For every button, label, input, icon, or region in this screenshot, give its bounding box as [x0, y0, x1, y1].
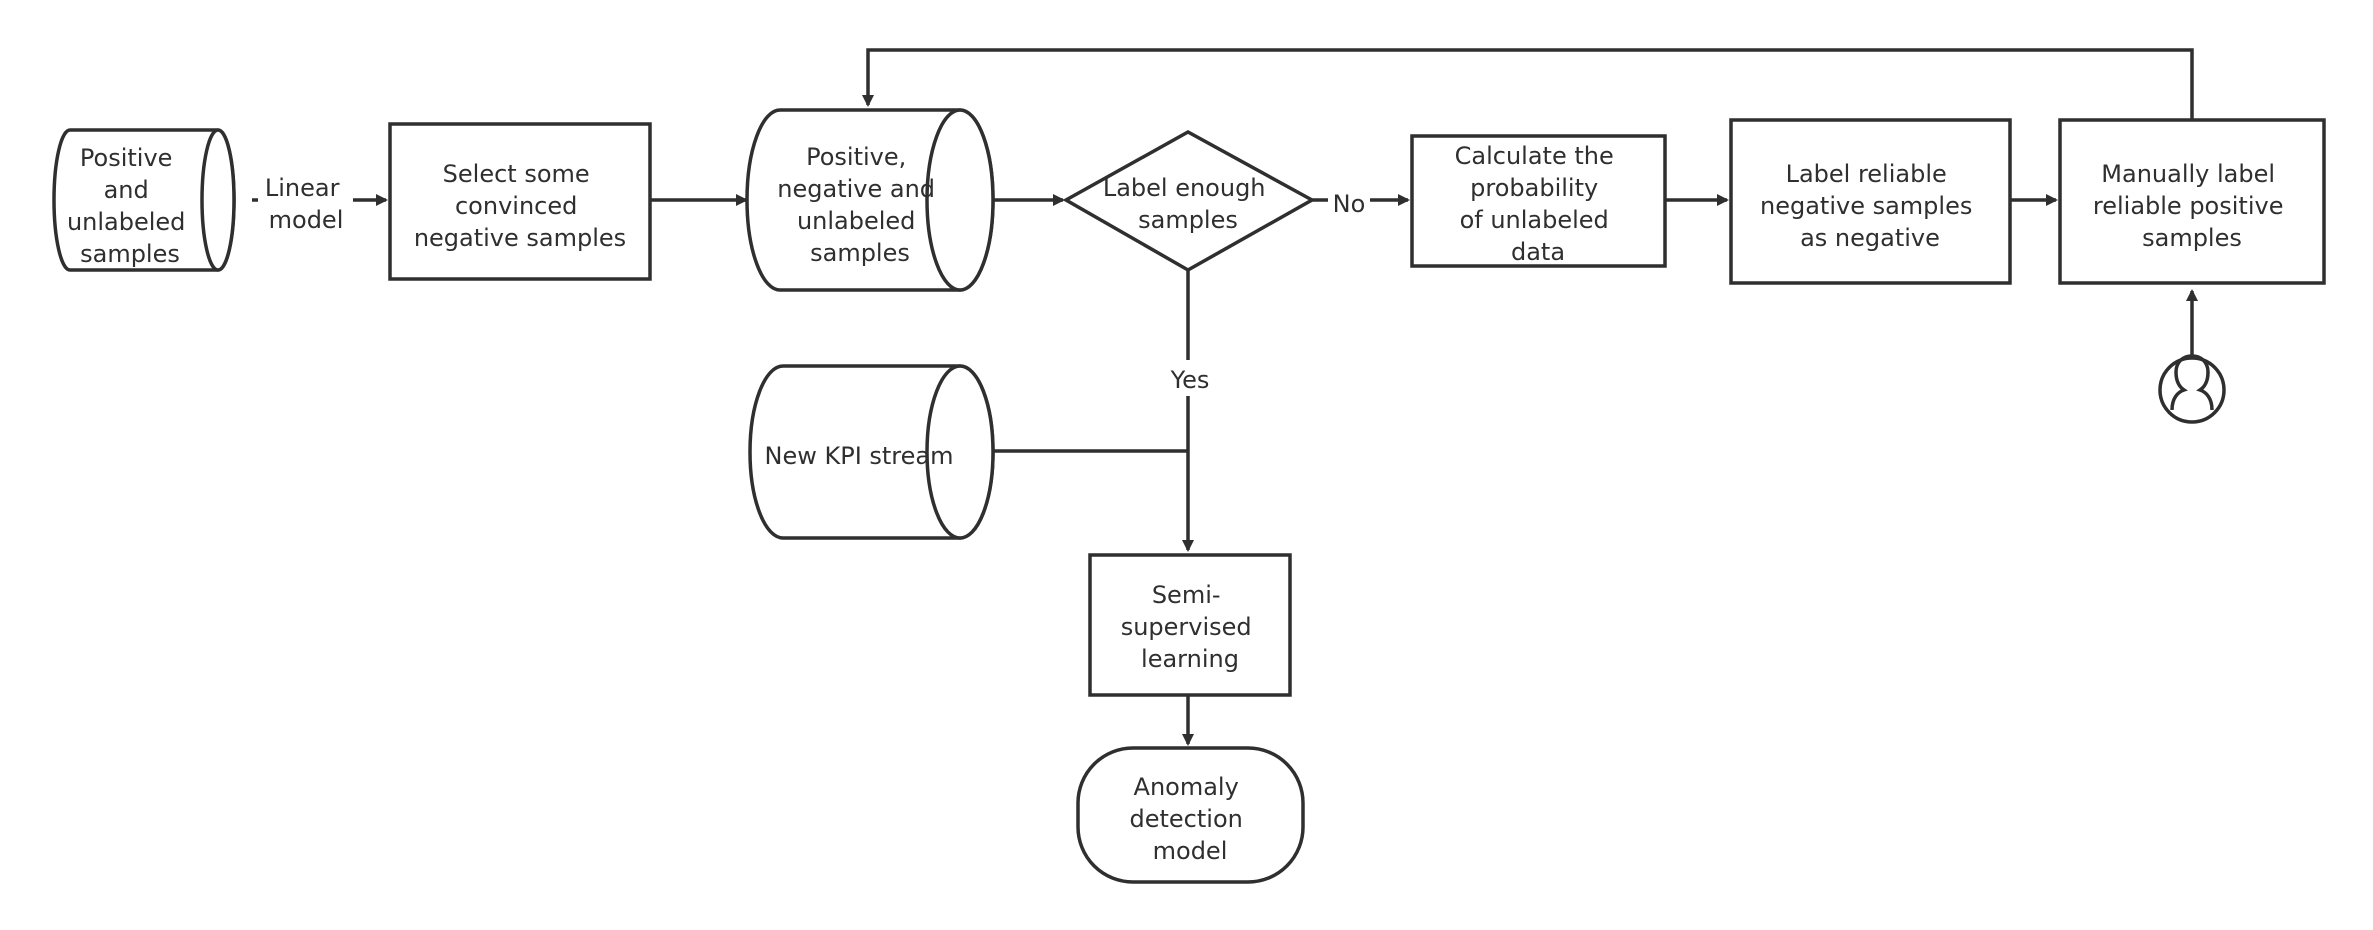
new-kpi-stream-label: New KPI stream: [765, 442, 954, 470]
calc-probability-label: Calculate the probability of unlabeled d…: [1455, 142, 1622, 266]
label-reliable-negative-label: Label reliable negative samples as negat…: [1760, 160, 1980, 252]
new-kpi-stream-cylinder: New KPI stream: [748, 364, 995, 540]
semi-supervised-label: Semi- supervised learning: [1121, 581, 1260, 673]
manual-label-positive-label: Manually label reliable positive samples: [2093, 160, 2291, 252]
anomaly-model-label: Anomaly detection model: [1130, 773, 1251, 865]
edge-label-linear-model: Linear model: [265, 174, 347, 234]
label-enough-decision: Label enough samples: [1062, 130, 1316, 273]
user-icon: [2158, 354, 2226, 424]
label-reliable-negative-box: Label reliable negative samples as negat…: [1729, 118, 2012, 285]
pnu-samples-label: Positive, negative and unlabeled samples: [777, 143, 942, 267]
edge-label-no: No: [1333, 190, 1366, 218]
edge-label-yes: Yes: [1170, 366, 1210, 394]
select-negative-box: Select some convinced negative samples: [388, 122, 652, 281]
manual-label-positive-box: Manually label reliable positive samples: [2058, 118, 2326, 285]
pu-samples-cylinder: Positive and unlabeled samples: [52, 128, 236, 272]
connectors: [252, 48, 2198, 746]
pnu-samples-cylinder: Positive, negative and unlabeled samples: [745, 108, 995, 292]
edge-manual-loop-back: [862, 48, 2194, 120]
anomaly-model-terminal: Anomaly detection model: [1076, 746, 1305, 884]
calc-probability-box: Calculate the probability of unlabeled d…: [1410, 134, 1667, 268]
semi-supervised-box: Semi- supervised learning: [1088, 553, 1292, 697]
pu-samples-label: Positive and unlabeled samples: [67, 144, 193, 268]
select-negative-label: Select some convinced negative samples: [414, 160, 626, 252]
label-enough-label: Label enough samples: [1103, 174, 1273, 234]
